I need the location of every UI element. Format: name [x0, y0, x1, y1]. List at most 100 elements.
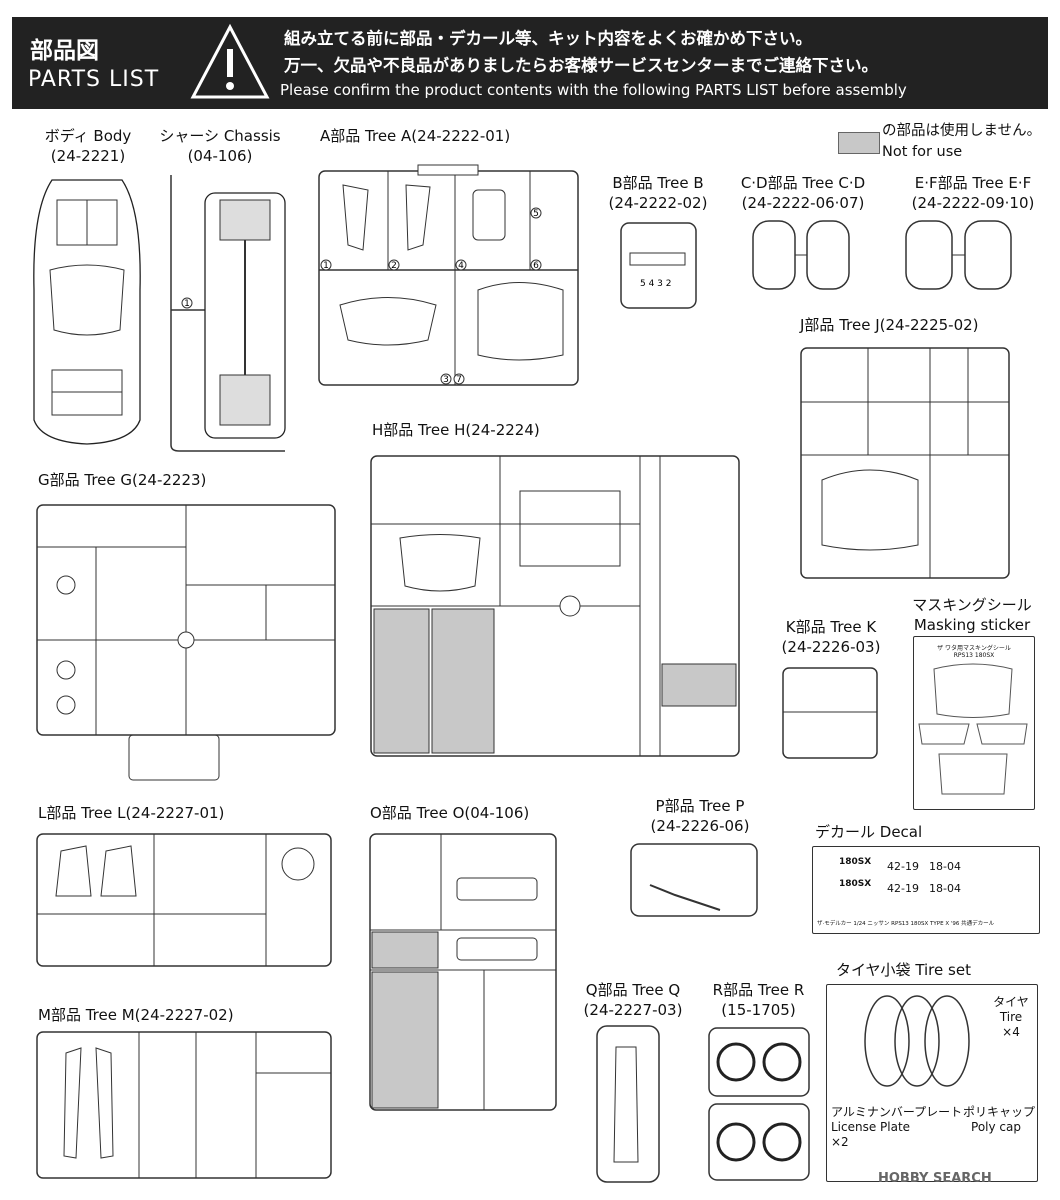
masking-label: マスキングシール Masking sticker	[906, 595, 1038, 635]
tire-label: タイヤ Tire ×4	[987, 995, 1035, 1040]
plate-en: License Plate	[831, 1120, 911, 1134]
tree-b-code: (24-2222-02)	[608, 194, 708, 212]
decal-plate-1: 42-19	[887, 860, 919, 873]
tree-cd-code: (24-2222-06·07)	[741, 194, 865, 212]
decal-label: デカール Decal	[815, 823, 923, 841]
decal-plate-3: 42-19	[887, 882, 919, 895]
tree-b-name: B部品 Tree B	[612, 174, 704, 192]
decal-plate-2: 18-04	[929, 860, 961, 873]
tree-o-frame	[369, 833, 557, 1111]
tree-g-frame	[36, 504, 336, 781]
tree-j-frame	[800, 347, 1010, 579]
chassis-name: シャーシ Chassis	[159, 127, 281, 145]
tree-k-label: K部品 Tree K (24-2226-03)	[776, 617, 886, 657]
warning-jp-1: 組み立てる前に部品・デカール等、キット内容をよくお確かめ下さい。	[284, 29, 812, 48]
tree-h-label: H部品 Tree H(24-2224)	[372, 421, 540, 439]
tree-cd-name: C·D部品 Tree C·D	[740, 174, 866, 192]
title-jp: 部品図	[30, 38, 99, 64]
tree-a-frame: 1 2 4 5 6 3 7	[318, 164, 579, 386]
header-banner: 部品図 PARTS LIST 組み立てる前に部品・デカール等、キット内容をよくお…	[12, 17, 1048, 109]
masking-shapes	[918, 663, 1028, 795]
tree-g-label: G部品 Tree G(24-2223)	[38, 471, 207, 489]
polycap-label: ポリキャップ Poly cap	[963, 1105, 1036, 1135]
decal-logo-1: 180SX	[839, 857, 872, 867]
tree-q-name: Q部品 Tree Q	[585, 981, 681, 999]
watermark: HOBBY SEARCH	[878, 1171, 992, 1186]
svg-text:5: 5	[533, 209, 539, 219]
svg-text:1: 1	[323, 261, 329, 271]
tree-r-name: R部品 Tree R	[712, 981, 805, 999]
svg-text:1: 1	[184, 299, 190, 309]
masking-sheet: ザ ワタ用マスキングシール RPS13 180SX	[913, 636, 1035, 810]
title-en: PARTS LIST	[28, 67, 160, 92]
plate-label: アルミナンバープレート License Plate ×2	[831, 1105, 963, 1150]
svg-text:6: 6	[533, 261, 539, 271]
tree-l-frame	[36, 833, 332, 967]
tree-l-label: L部品 Tree L(24-2227-01)	[38, 804, 225, 822]
legend-en: Not for use	[882, 144, 963, 160]
tree-p-frame	[630, 843, 758, 917]
decal-plate-4: 18-04	[929, 882, 961, 895]
legend-text: の部品は使用しません。 Not for use	[882, 121, 1041, 163]
tire-set-label: タイヤ小袋 Tire set	[836, 961, 971, 979]
tree-p-code: (24-2226-06)	[650, 817, 750, 835]
tree-r-label: R部品 Tree R (15-1705)	[706, 980, 811, 1020]
not-for-use-swatch	[838, 132, 880, 154]
warning-jp-2: 万一、欠品や不良品がありましたらお客様サービスセンターまでご連絡下さい。	[284, 56, 878, 75]
tree-ef-code: (24-2222-09·10)	[911, 194, 1035, 212]
tree-k-name: K部品 Tree K	[785, 618, 877, 636]
tree-b-frame: 5 4 3 2	[620, 222, 697, 309]
chassis-drawing: 1	[170, 175, 286, 452]
tree-ef-label: E·F部品 Tree E·F (24-2222-09·10)	[898, 173, 1048, 213]
tree-k-code: (24-2226-03)	[781, 638, 881, 656]
tree-h-frame	[370, 455, 740, 757]
tire-qty: ×4	[1002, 1025, 1020, 1039]
plate-jp: アルミナンバープレート	[831, 1105, 963, 1119]
polycap-en: Poly cap	[971, 1120, 1021, 1134]
body-drawing	[33, 179, 141, 445]
masking-name-jp: マスキングシール	[912, 596, 1032, 614]
body-code: (24-2221)	[50, 147, 126, 165]
tire-jp: タイヤ	[993, 995, 1029, 1009]
body-label: ボディ Body (24-2221)	[28, 126, 148, 166]
tree-j-label: J部品 Tree J(24-2225-02)	[800, 316, 979, 334]
tree-ef-frame	[905, 220, 1012, 290]
masking-name-en: Masking sticker	[913, 616, 1031, 634]
tire-set-box: タイヤ Tire ×4 アルミナンバープレート License Plate ×2…	[826, 984, 1038, 1182]
tree-a-label: A部品 Tree A(24-2222-01)	[320, 127, 511, 145]
tree-p-name: P部品 Tree P	[655, 797, 745, 815]
tree-p-label: P部品 Tree P (24-2226-06)	[640, 796, 760, 836]
tree-cd-frame	[752, 220, 850, 290]
legend-jp: の部品は使用しません。	[882, 123, 1042, 139]
tree-o-label: O部品 Tree O(04-106)	[370, 804, 530, 822]
tree-r-wheels	[708, 1027, 810, 1181]
chassis-code: (04-106)	[187, 147, 253, 165]
tree-m-frame	[36, 1031, 332, 1179]
svg-text:2: 2	[391, 261, 397, 271]
plate-qty: ×2	[831, 1135, 849, 1149]
tree-q-label: Q部品 Tree Q (24-2227-03)	[578, 980, 688, 1020]
chassis-label: シャーシ Chassis (04-106)	[155, 126, 285, 166]
decal-caption: ザ·モデルカー 1/24 ニッサン RPS13 180SX TYPE X '96…	[817, 921, 995, 927]
warning-icon	[190, 23, 270, 99]
decal-sheet: 180SX 180SX 42-19 18-04 42-19 18-04 ザ·モデ…	[812, 846, 1040, 934]
tree-r-code: (15-1705)	[721, 1001, 796, 1019]
warning-en: Please confirm the product contents with…	[280, 81, 907, 99]
tree-q-frame	[596, 1025, 660, 1183]
decal-logo-2: 180SX	[839, 879, 872, 889]
svg-text:4: 4	[458, 261, 464, 271]
tree-ef-name: E·F部品 Tree E·F	[914, 174, 1032, 192]
body-name: ボディ Body	[44, 127, 132, 145]
tire-en: Tire	[999, 1010, 1023, 1024]
tree-k-frame	[782, 667, 878, 759]
tree-b-label: B部品 Tree B (24-2222-02)	[608, 173, 708, 213]
tire-drawing	[864, 995, 970, 1087]
tree-m-label: M部品 Tree M(24-2227-02)	[38, 1006, 234, 1024]
masking-sheet-title: ザ ワタ用マスキングシール	[937, 645, 1011, 652]
masking-sheet-sub: RPS13 180SX	[953, 652, 995, 659]
tree-cd-label: C·D部品 Tree C·D (24-2222-06·07)	[728, 173, 878, 213]
polycap-jp: ポリキャップ	[963, 1105, 1036, 1119]
svg-text:7: 7	[456, 375, 462, 385]
svg-text:3: 3	[443, 375, 449, 385]
tree-q-code: (24-2227-03)	[583, 1001, 683, 1019]
